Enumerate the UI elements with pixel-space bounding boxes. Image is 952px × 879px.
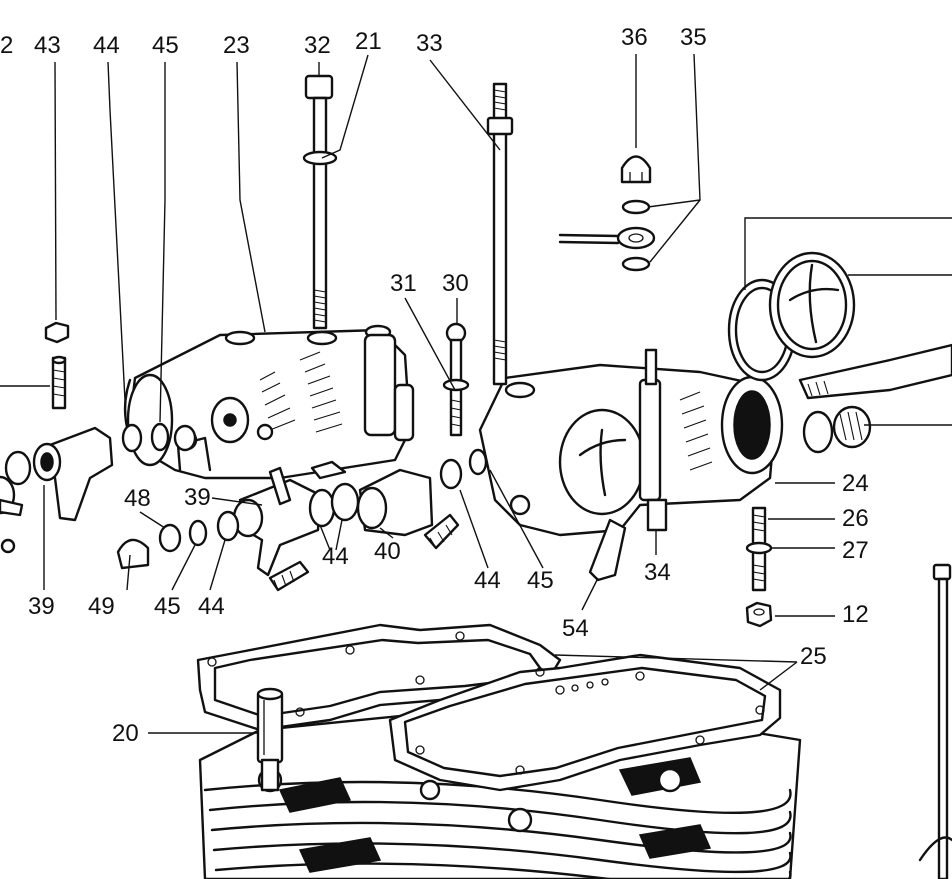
nut-43 <box>44 321 70 410</box>
rocker-arm-left <box>0 426 114 554</box>
callout-49: 49 <box>88 593 115 620</box>
callout-45-top-left: 45 <box>152 32 179 59</box>
stud-26-27 <box>745 506 773 592</box>
callout-40: 40 <box>374 538 401 565</box>
callout-12: 12 <box>842 601 869 628</box>
rocker-spindle-40 <box>310 460 460 550</box>
callout-39-center: 39 <box>184 484 211 511</box>
callout-45-right: 45 <box>527 567 554 594</box>
callout-26: 26 <box>842 505 869 532</box>
callout-44-top-left: 44 <box>93 32 120 59</box>
callout-2: 2 <box>0 32 14 59</box>
callout-35: 35 <box>680 24 707 51</box>
callout-23: 23 <box>223 32 250 59</box>
callout-25: 25 <box>800 643 827 670</box>
long-stud-33 <box>486 82 514 386</box>
pushrod-right <box>918 563 952 879</box>
stud-30 <box>442 322 470 437</box>
callout-44-bottom-left: 44 <box>198 593 225 620</box>
callout-48: 48 <box>124 485 151 512</box>
callout-34: 34 <box>644 559 671 586</box>
rocker-box-gasket <box>196 623 782 792</box>
callout-45-bottom-left: 45 <box>154 593 181 620</box>
long-stud-32 <box>302 74 338 330</box>
rocker-box-left <box>123 324 415 480</box>
callout-21: 21 <box>355 28 382 55</box>
callout-24: 24 <box>842 470 869 497</box>
rocker-box-right <box>478 348 784 582</box>
callout-43: 43 <box>34 32 61 59</box>
callout-39-left: 39 <box>28 593 55 620</box>
callout-30: 30 <box>442 270 469 297</box>
dome-nut-36 <box>620 155 652 184</box>
rocker-arm-center <box>232 466 360 592</box>
callout-31: 31 <box>390 270 417 297</box>
callout-36: 36 <box>621 24 648 51</box>
inspection-caps <box>727 251 952 454</box>
callout-33: 33 <box>416 30 443 57</box>
callout-27: 27 <box>842 537 869 564</box>
callout-32: 32 <box>304 32 331 59</box>
nut-12 <box>745 601 773 628</box>
callout-54: 54 <box>562 615 589 642</box>
head-stud <box>256 687 284 792</box>
banjo-union-35 <box>558 199 656 272</box>
callout-20: 20 <box>112 720 139 747</box>
callout-44-center: 44 <box>322 543 349 570</box>
leader-lines <box>0 53 952 734</box>
washers <box>116 422 488 570</box>
callout-44-right: 44 <box>474 567 501 594</box>
